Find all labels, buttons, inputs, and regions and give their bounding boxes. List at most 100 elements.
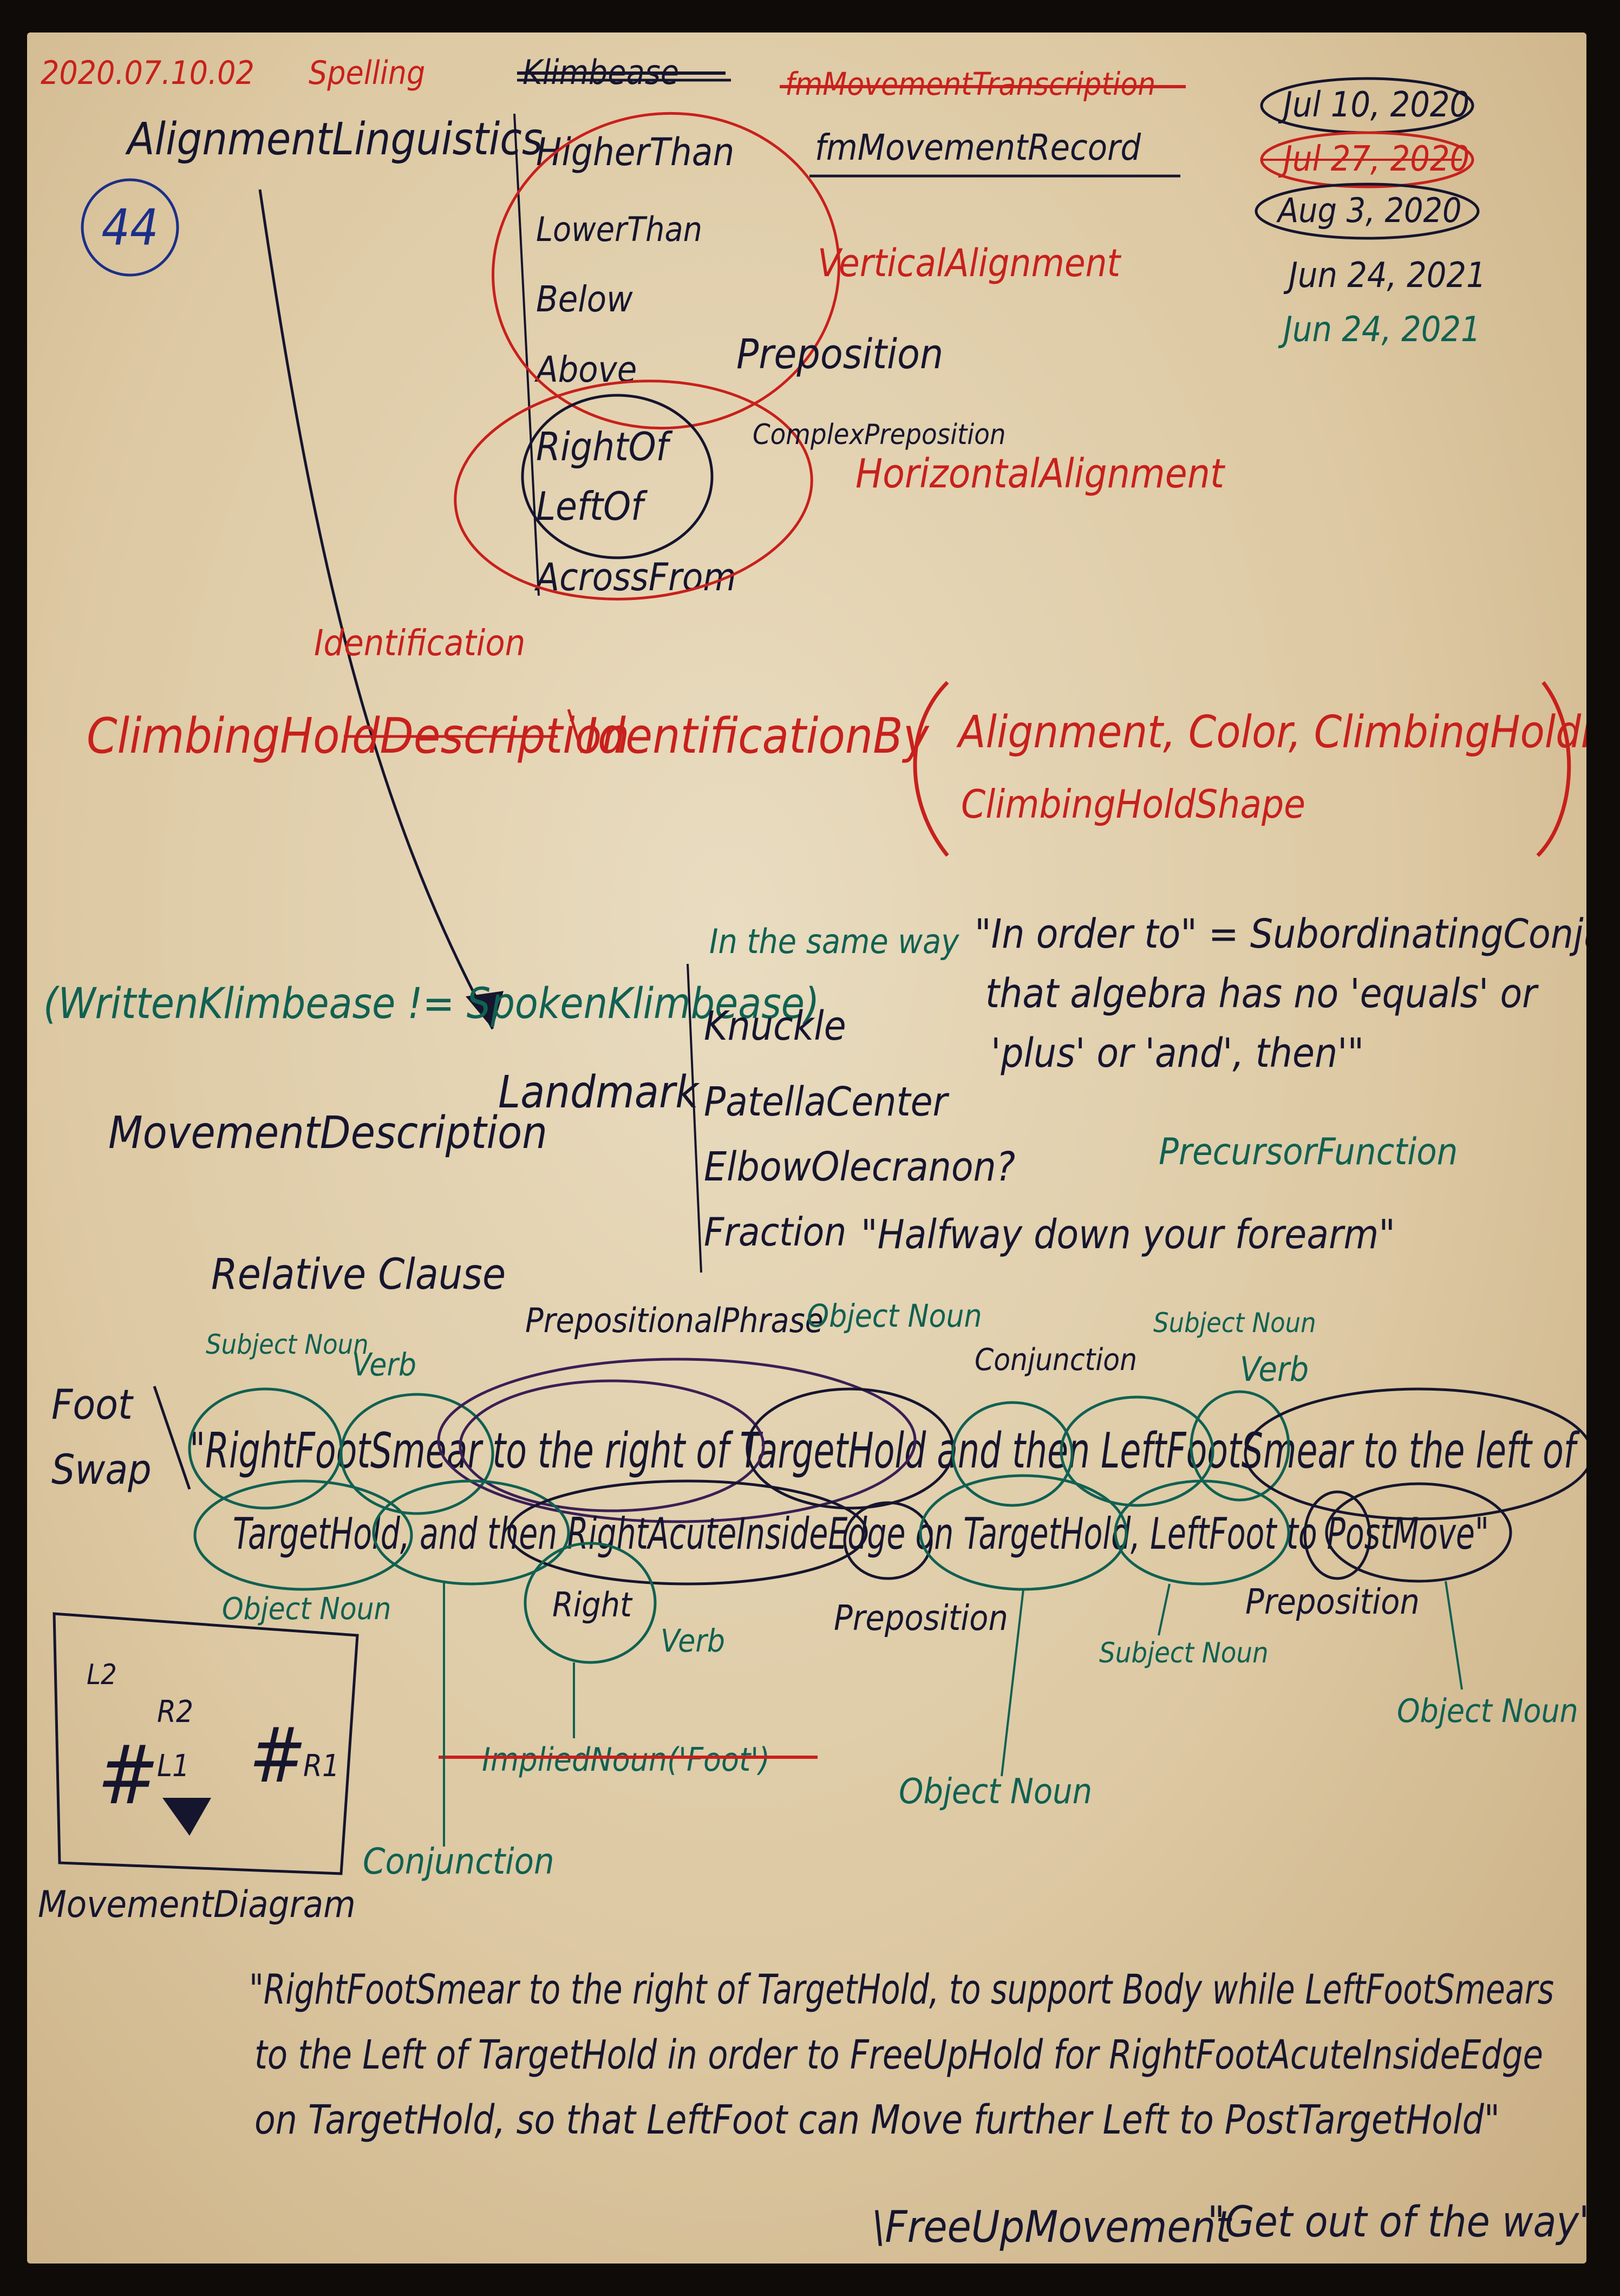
parse-outline [339,1393,494,1515]
review-dates: Jul 10, 2020 Jul 27, 2020 Aug 3, 2020 Ju… [1255,77,1486,350]
parse-outline [1114,1479,1290,1586]
parse-outline [507,1479,868,1586]
landmark-bracket [687,963,702,1273]
handwritten-notes: 2020.07.10.02 Spelling AlignmentLinguist… [38,53,1586,2252]
parse-outline [843,1501,933,1580]
tag-verb: Verb [352,1346,416,1383]
algebra-line: that algebra has no 'equals' or [985,970,1539,1017]
horizontal-alignment-label: HorizontalAlignment [855,451,1226,497]
tag-verb: Verb [1240,1349,1309,1389]
parse-outline [193,1479,413,1591]
algebra-lead: In the same way [709,922,959,961]
alignment-item: AcrossFrom [534,555,736,599]
landmark-item: Knuckle [704,1003,846,1049]
movement-diagram: L2 R2 L1 R1 # # [53,1612,359,1875]
tag-verb: Verb [661,1622,725,1659]
connector-lines [443,1581,1463,1847]
algebra-line: "In order to" = SubordinatingConjunction [975,911,1586,957]
sentence-tags: Subject Noun Verb Object Noun Conjunctio… [206,1297,1316,1389]
foot-swap-label: Swap [51,1445,152,1493]
movement-description: MovementDescription [108,1107,547,1159]
tag-preposition: Preposition [834,1599,1008,1639]
alignment-item: Below [536,278,633,320]
tag-preposition: Preposition [1245,1582,1420,1622]
identification-heading: Identification [314,622,525,664]
foot-triangle-icon [162,1798,211,1836]
landmark-item: Fraction [704,1209,846,1255]
tag-subject-noun: Subject Noun [1153,1307,1316,1339]
arrow-to-landmark [258,189,494,1030]
page-title: AlignmentLinguistics [125,114,543,165]
note-id: 2020.07.10.02 [41,54,254,92]
tag-object-noun: Object Noun [899,1772,1092,1812]
sentence-line: TargetHold, and then RightAcuteInsideEdg… [233,1509,1489,1559]
date: Aug 3, 2020 [1276,191,1461,230]
landmark-item: PatellaCenter [704,1079,950,1125]
sentence-line: "RightFootSmear to the right of TargetHo… [190,1423,1580,1479]
date: Jun 24, 2021 [1283,256,1486,296]
identification-params: Alignment, Color, ClimbingHoldForm, [956,707,1586,758]
tag-object-noun: Object Noun [222,1591,391,1627]
relative-clause-label: Relative Clause [211,1250,506,1299]
separator-slash [153,1386,191,1490]
tag-subject-noun: Subject Noun [206,1329,369,1360]
fraction-example: "Halfway down your forearm" [861,1211,1395,1258]
vertical-alignment-label: VerticalAlignment [818,241,1122,285]
preposition-label: Preposition [736,330,943,378]
parse-outlines [188,1358,1586,1523]
tag-object-noun: Object Noun [1397,1692,1578,1730]
alignment-item: HigherThan [536,130,734,174]
implied-noun: ImpliedNoun('Foot') [482,1741,770,1779]
parse-outline [1303,1490,1371,1580]
struck-record: fmMovementTranscription [785,66,1155,102]
landmark-label: Landmark [498,1067,700,1118]
hold-mark-icon: # [249,1712,306,1800]
summary-line: to the Left of TargetHold in order to Fr… [254,2032,1543,2078]
tag-conjunction: Conjunction [975,1342,1137,1378]
diagram-label-r1: R1 [303,1749,339,1784]
page-number-circle [81,178,179,277]
alignment-item: LeftOf [536,484,648,529]
parse-outline [372,1479,570,1586]
alignment-item: RightOf [536,424,673,469]
arrowhead-icon [466,991,504,1029]
date: Jul 10, 2020 [1278,85,1469,125]
alignment-item: Above [534,349,637,390]
free-up-quote: "Get out of the way" [1207,2198,1586,2247]
close-paren [1536,681,1571,857]
identification-params: ClimbingHoldShape [961,781,1305,827]
notebook-page: 2020.07.10.02 Spelling AlignmentLinguist… [27,32,1586,2264]
written-note: (WrittenKlimbease != SpokenKlimbease) [43,980,819,1028]
horizontal-group-outline [454,380,813,601]
parse-outline [951,1401,1074,1507]
parse-outline [1325,1482,1512,1583]
connector-line [1158,1583,1171,1636]
alignment-item-list: HigherThan LowerThan Below Above RightOf… [534,130,736,599]
parse-outline [437,1358,917,1523]
tag-conjunction: Conjunction [363,1841,554,1882]
tag-right: Right [552,1585,633,1625]
open-paren [913,681,949,857]
parse-outline [524,1542,657,1664]
diagram-frame [53,1612,359,1875]
movement-diagram-caption: MovementDiagram [38,1883,356,1926]
complex-preposition-label: ComplexPreposition [753,419,1006,451]
diagram-label-r2: R2 [157,1694,193,1730]
summary-line: on TargetHold, so that LeftFoot can Move… [254,2097,1500,2143]
tag-subject-noun: Subject Noun [1099,1637,1269,1669]
connector-line [1445,1581,1463,1690]
parse-outline [1244,1387,1586,1521]
hold-mark-icon: # [97,1728,159,1823]
algebra-line: 'plus' or 'and', then'" [991,1030,1364,1077]
diagram-label-l1: L1 [157,1749,190,1784]
separator-slash [567,709,584,753]
date-circle [1255,182,1480,240]
page-number: 44 [101,199,158,257]
parse-outline [459,1379,765,1512]
prepositional-phrase-label: PrepositionalPhrase [525,1301,824,1340]
current-record: fmMovementRecord [815,127,1141,168]
parse-outline [1190,1390,1290,1502]
parse-outlines [193,1474,1512,1591]
identification-by: IdentificationBy [585,708,930,765]
precursor-function: PrecursorFunction [1159,1131,1458,1173]
